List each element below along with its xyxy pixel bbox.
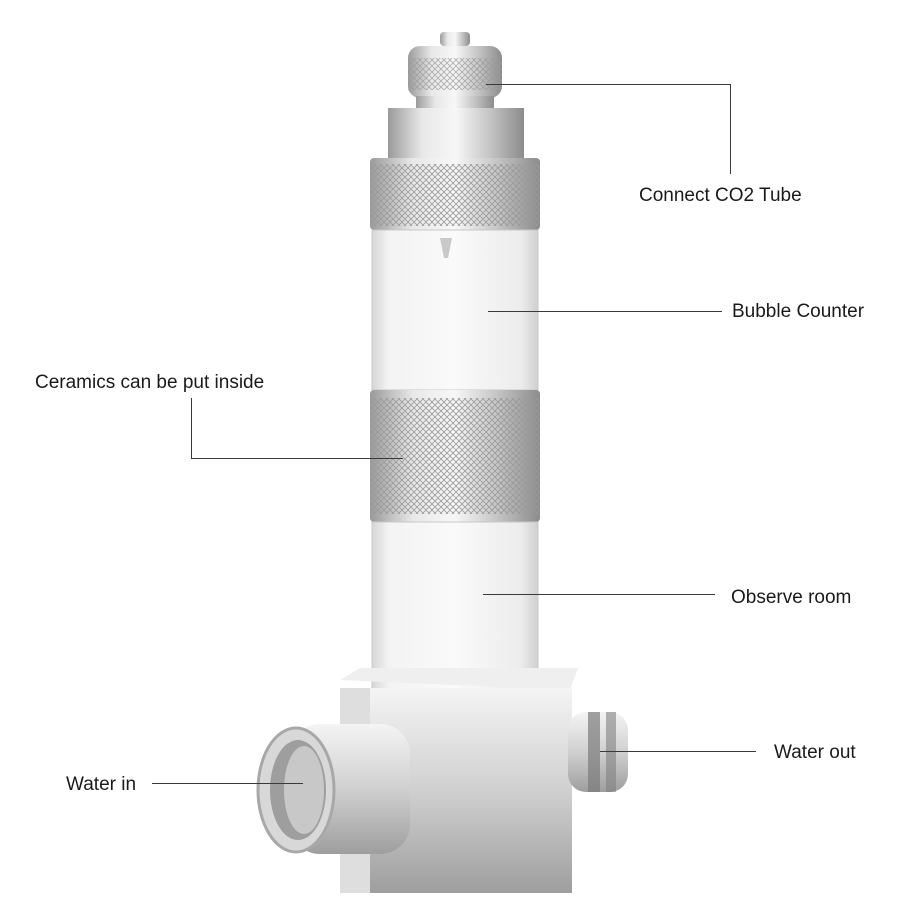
water-in-fitting [256,724,410,854]
label-water-out: Water out [774,742,856,763]
upper-neck [388,108,524,160]
leader-line-bubble-counter [488,311,722,312]
label-observe-room: Observe room [731,587,852,608]
label-water-in: Water in [66,774,137,795]
leader-line-ceramics-v [191,398,192,458]
label-connect-co2-tube: Connect CO2 Tube [639,185,802,206]
leader-line-connect-co2-tube-h [486,84,730,85]
observe-chamber [371,521,539,693]
bubble-counter-chamber [371,229,539,391]
label-bubble-counter: Bubble Counter [732,301,865,322]
leader-line-water-out [600,751,756,752]
water-out-fitting [568,712,628,792]
label-ceramics-inside: Ceramics can be put inside [35,372,265,393]
water-block [340,668,578,893]
leader-line-ceramics-h [191,458,403,459]
leader-line-water-in [152,783,303,784]
co2-inlet-cap [408,32,502,108]
middle-knurled-ring [370,390,540,522]
leader-line-observe-room [483,594,715,595]
upper-knurled-ring [370,158,540,230]
leader-line-connect-co2-tube-v [730,84,731,174]
